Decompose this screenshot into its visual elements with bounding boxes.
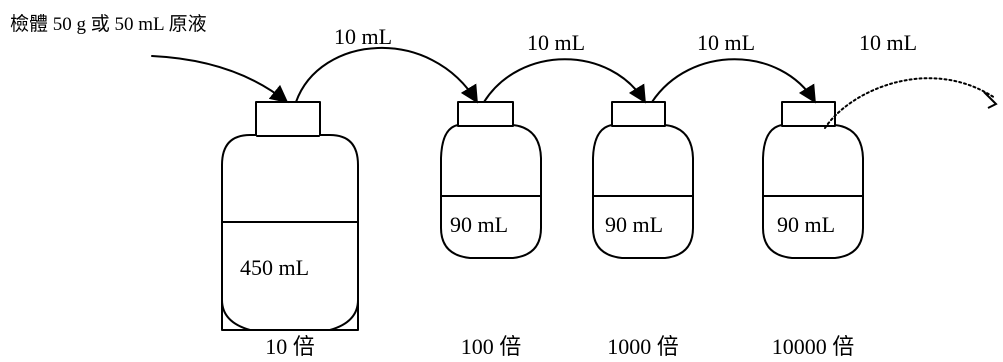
- transfer-label-3: 10 mL: [697, 30, 755, 55]
- transfer-arrow-1: [295, 46, 478, 104]
- transfer-arrow-4-dotted: [824, 77, 996, 129]
- bottle-2-volume: 90 mL: [450, 212, 508, 237]
- transfer-arrow-3: [651, 58, 816, 104]
- bottle-4: 90 mL: [762, 101, 864, 259]
- sample-inflow-arrow: [151, 55, 289, 104]
- transfer-arrow-2: [483, 58, 646, 104]
- transfer-label-4: 10 mL: [859, 30, 917, 55]
- dilution-label-4: 10000 倍: [772, 334, 855, 359]
- dilution-label-3: 1000 倍: [607, 334, 679, 359]
- dilution-label-1: 10 倍: [265, 334, 315, 359]
- transfer-arrow-4-head: [983, 91, 998, 109]
- bottle-1-volume: 450 mL: [240, 255, 309, 280]
- sample-label: 檢體 50 g 或 50 mL 原液: [10, 13, 207, 35]
- bottle-1: 450 mL: [221, 101, 359, 331]
- bottle-3: 90 mL: [592, 101, 694, 259]
- bottle-2: 90 mL: [440, 101, 542, 259]
- bottle-4-volume: 90 mL: [777, 212, 835, 237]
- dilution-label-2: 100 倍: [461, 334, 522, 359]
- bottle-3-volume: 90 mL: [605, 212, 663, 237]
- transfer-label-2: 10 mL: [527, 30, 585, 55]
- transfer-label-1: 10 mL: [334, 24, 392, 49]
